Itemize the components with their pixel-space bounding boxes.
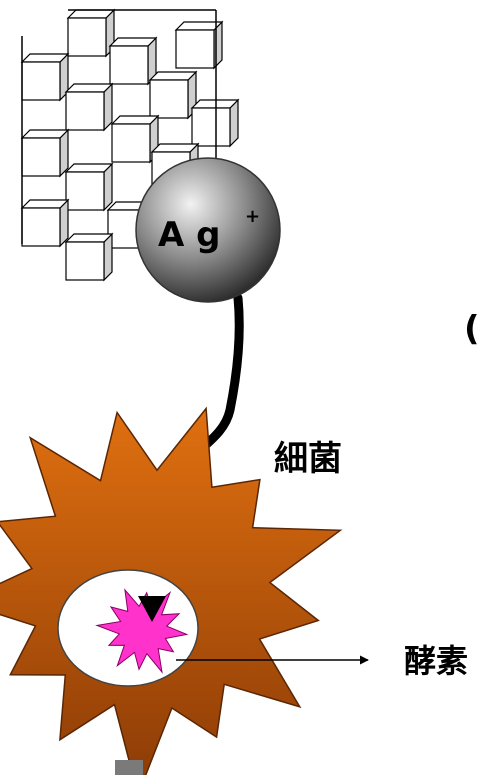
- enzyme-label: 酵素: [404, 642, 468, 680]
- grey-block: [115, 760, 143, 775]
- enzyme-star-burst-icon: [95, 588, 189, 674]
- cube: [190, 98, 240, 148]
- cube: [174, 20, 224, 70]
- cube: [20, 52, 70, 102]
- cube: [108, 36, 158, 86]
- ion-symbol: A g: [158, 215, 221, 255]
- cube: [64, 82, 114, 132]
- bacteria-label: 細菌: [274, 439, 342, 479]
- cube: [20, 128, 70, 178]
- cube: [20, 198, 70, 248]
- silver-ion: A g +: [135, 157, 281, 303]
- sphere-icon: [135, 157, 281, 303]
- cube: [64, 232, 114, 282]
- path-arrowhead: [138, 596, 166, 622]
- ion-charge: +: [245, 206, 260, 227]
- cube: [66, 8, 116, 58]
- cube: [148, 70, 198, 120]
- cube: [110, 114, 160, 164]
- paren-glyph: (: [464, 309, 480, 349]
- cube: [64, 162, 114, 212]
